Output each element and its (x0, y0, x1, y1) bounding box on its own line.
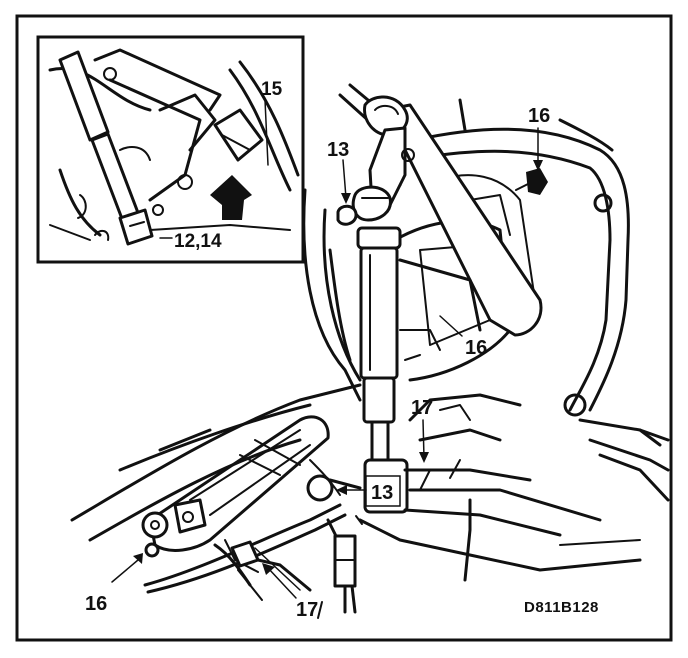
label-13-top: 13 (327, 139, 349, 161)
label-16-bottom: 16 (85, 593, 107, 615)
inset-label-12-14: 12,14 (174, 231, 222, 252)
label-16-mid: 16 (465, 337, 487, 359)
detail-inset: 15 12,14 (36, 35, 305, 264)
callouts: 13 16 16 17 13 16 17 D811B128 (85, 105, 599, 621)
label-16-top: 16 (528, 105, 550, 127)
figure-code: D811B128 (524, 599, 599, 616)
label-17-right: 17 (411, 397, 433, 419)
inset-label-15: 15 (261, 79, 283, 100)
label-13-box (365, 475, 401, 507)
label-17-bottom: 17 (296, 599, 318, 621)
label-13-boxed: 13 (371, 482, 393, 504)
main-illustration (70, 83, 670, 614)
outer-frame (15, 14, 673, 642)
